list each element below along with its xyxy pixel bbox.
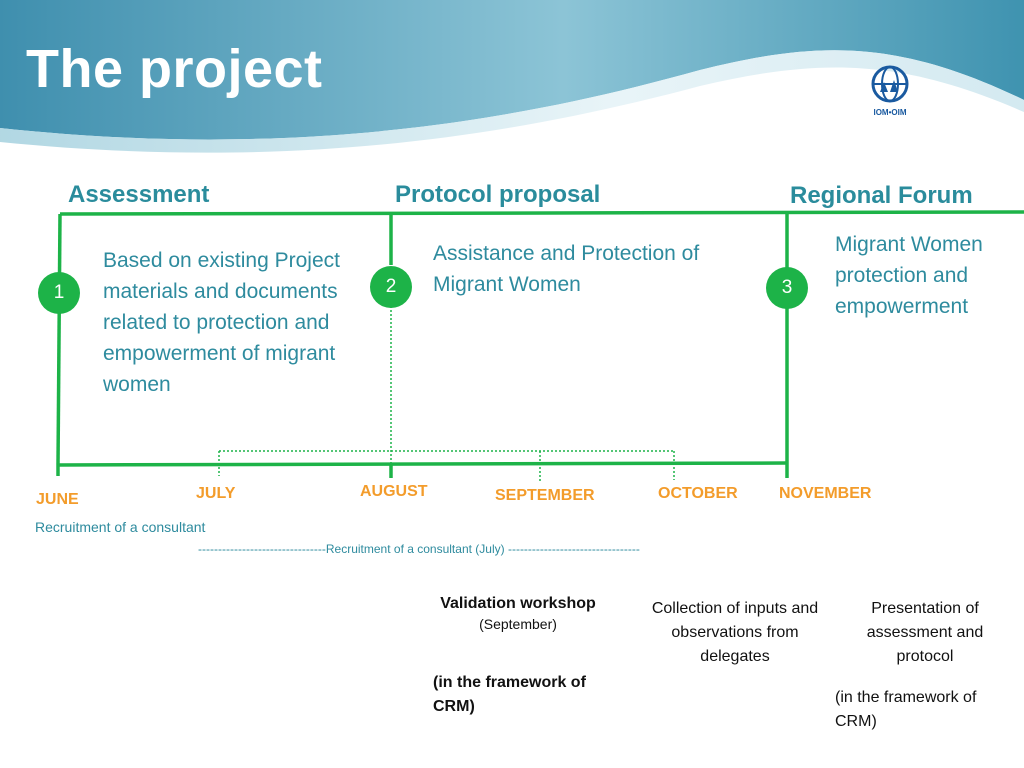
- collection-inputs-note: Collection of inputs and observations fr…: [651, 600, 819, 665]
- presentation-framework-note: (in the framework of CRM): [835, 689, 977, 730]
- validation-workshop-month: (September): [479, 616, 557, 632]
- month-october: OCTOBER: [658, 485, 738, 502]
- step-badge-3: 3: [766, 267, 808, 309]
- validation-workshop-block: Validation workshop (September): [422, 592, 614, 632]
- phase-heading-protocol: Protocol proposal: [395, 181, 601, 208]
- month-july: JULY: [196, 485, 236, 502]
- june-recruitment-note: Recruitment of a consultant: [35, 519, 206, 535]
- page-title: The project: [26, 39, 323, 99]
- phase-description-forum: Migrant Women protection and empowerment: [835, 233, 983, 318]
- iom-globe-icon: [871, 65, 909, 103]
- timeline-frame: [56, 210, 1024, 478]
- step-badge-2: 2: [370, 266, 412, 308]
- july-recruitment-note: --------------------------------Recruitm…: [198, 542, 640, 556]
- presentation-note: Presentation of assessment and protocol: [866, 600, 984, 665]
- validation-framework-note: (in the framework of CRM): [433, 674, 586, 715]
- header-wave: [0, 0, 1024, 153]
- month-june: JUNE: [36, 491, 79, 508]
- step-badge-1: 1: [38, 272, 80, 314]
- phase-description-protocol: Assistance and Protection of Migrant Wom…: [433, 242, 700, 296]
- month-august: AUGUST: [360, 483, 428, 500]
- iom-logo: IOM•OIM: [864, 62, 916, 118]
- month-september: SEPTEMBER: [495, 487, 595, 504]
- validation-workshop-title: Validation workshop: [440, 595, 596, 612]
- month-november: NOVEMBER: [779, 485, 872, 502]
- phase-heading-assessment: Assessment: [68, 181, 210, 208]
- iom-logo-text: IOM•OIM: [873, 108, 907, 117]
- phase-heading-forum: Regional Forum: [790, 182, 973, 209]
- timeline-dotted-connectors: [218, 306, 675, 482]
- phase-description-assessment: Based on existing Project materials and …: [103, 249, 340, 396]
